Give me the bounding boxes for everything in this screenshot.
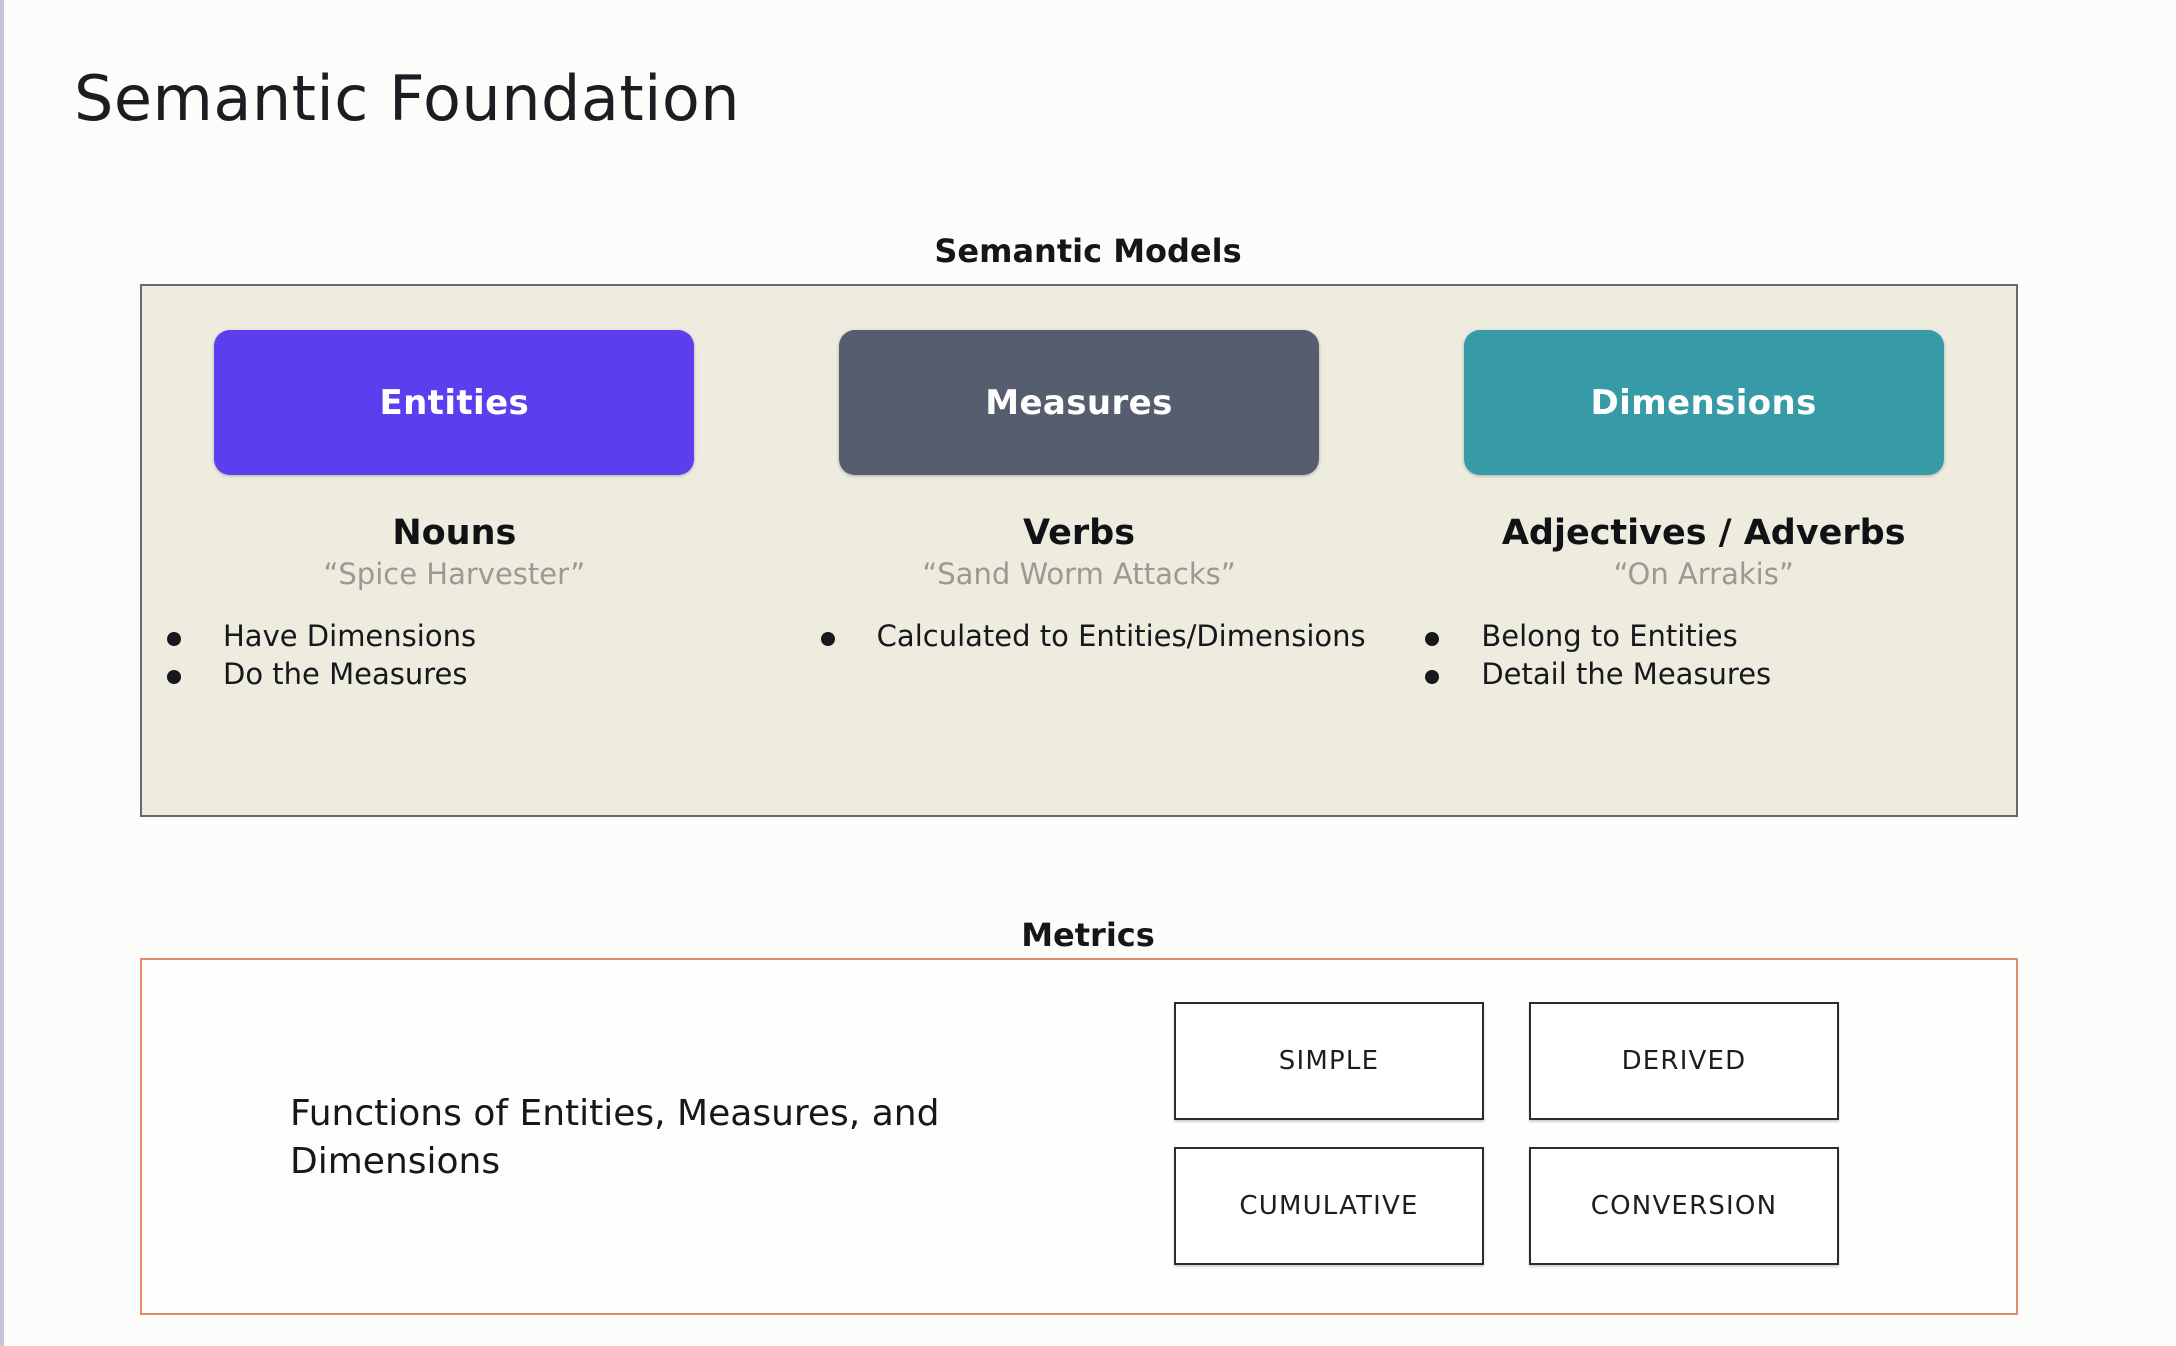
bullet-dot-icon <box>1425 670 1440 685</box>
bullet-dot-icon <box>820 632 835 646</box>
bullet-text: Detail the Measures <box>1481 657 1772 692</box>
example-dimensions: “On Arrakis” <box>1613 557 1794 591</box>
chip-entities[interactable]: Entities <box>214 330 695 475</box>
bullet-text: Belong to Entities <box>1481 619 1738 653</box>
bullet-text: Calculated to Entities/Dimensions <box>876 619 1366 653</box>
page-title: Semantic Foundation <box>74 62 741 135</box>
model-column-dimensions: Dimensions Adjectives / Adverbs “On Arra… <box>1391 286 2016 691</box>
bullet-list-dimensions: Belong to Entities Detail the Measures <box>1357 619 2050 691</box>
metric-type-cumulative[interactable]: CUMULATIVE <box>1174 1147 1484 1265</box>
left-edge-rule <box>0 0 4 1346</box>
list-item: Do the Measures <box>167 657 792 691</box>
chip-dimensions[interactable]: Dimensions <box>1463 330 1944 475</box>
part-of-speech-dimensions: Adjectives / Adverbs <box>1501 513 1906 553</box>
list-item: Calculated to Entities/Dimensions <box>820 619 1446 653</box>
list-item: Detail the Measures <box>1425 657 2050 691</box>
semantic-models-row: Entities Nouns “Spice Harvester” Have Di… <box>142 286 2016 691</box>
model-column-entities: Entities Nouns “Spice Harvester” Have Di… <box>142 286 767 691</box>
list-item: Belong to Entities <box>1425 619 2050 653</box>
model-column-measures: Measures Verbs “Sand Worm Attacks” Calcu… <box>767 286 1392 691</box>
bullet-text: Do the Measures <box>223 657 468 692</box>
metrics-description: Functions of Entities, Measures, and Dim… <box>290 1093 940 1182</box>
list-item: Have Dimensions <box>167 619 792 653</box>
metric-type-conversion[interactable]: CONVERSION <box>1529 1147 1839 1265</box>
metrics-heading: Metrics <box>1021 916 1155 954</box>
chip-measures[interactable]: Measures <box>839 330 1319 475</box>
bullet-dot-icon <box>167 670 181 685</box>
metric-type-grid: SIMPLE DERIVED CUMULATIVE CONVERSION <box>1174 1002 1839 1265</box>
semantic-models-panel: Entities Nouns “Spice Harvester” Have Di… <box>140 284 2018 817</box>
semantic-models-heading: Semantic Models <box>934 232 1242 270</box>
metrics-panel: Functions of Entities, Measures, and Dim… <box>140 958 2018 1315</box>
bullet-list-entities: Have Dimensions Do the Measures <box>117 619 792 691</box>
bullet-dot-icon <box>167 632 181 646</box>
example-measures: “Sand Worm Attacks” <box>922 557 1236 591</box>
part-of-speech-measures: Verbs <box>1022 513 1136 553</box>
metric-type-derived[interactable]: DERIVED <box>1529 1002 1839 1120</box>
example-entities: “Spice Harvester” <box>323 557 586 591</box>
part-of-speech-entities: Nouns <box>392 513 517 553</box>
metric-type-simple[interactable]: SIMPLE <box>1174 1002 1484 1120</box>
bullet-text: Have Dimensions <box>223 619 477 653</box>
bullet-list-measures: Calculated to Entities/Dimensions <box>713 619 1446 653</box>
bullet-dot-icon <box>1425 632 1440 646</box>
